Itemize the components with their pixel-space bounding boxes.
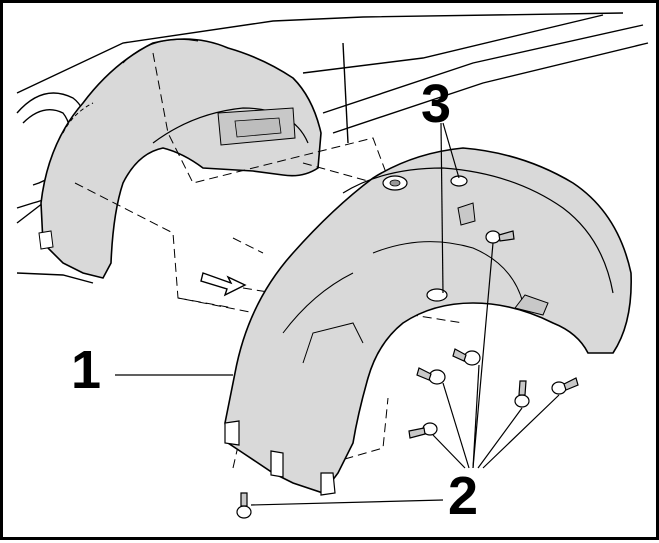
removal-direction-arrow xyxy=(200,272,247,297)
car-body-outline xyxy=(16,12,649,284)
wheel-housing-liner-diagram xyxy=(16,12,649,519)
screw-icon xyxy=(236,492,252,519)
callout-3: 3 xyxy=(421,74,452,134)
screw-icon xyxy=(514,380,530,408)
callout-2: 2 xyxy=(448,466,479,526)
leader-lines xyxy=(115,122,560,506)
installed-liner xyxy=(38,38,322,279)
screws xyxy=(236,230,579,519)
callout-1: 1 xyxy=(71,340,102,400)
screw-icon xyxy=(551,377,579,395)
removed-liner xyxy=(224,147,632,496)
screw-icon xyxy=(452,348,481,366)
clip-hole-lower xyxy=(426,288,448,302)
screw-icon xyxy=(408,422,438,439)
screw-icon xyxy=(416,367,446,385)
